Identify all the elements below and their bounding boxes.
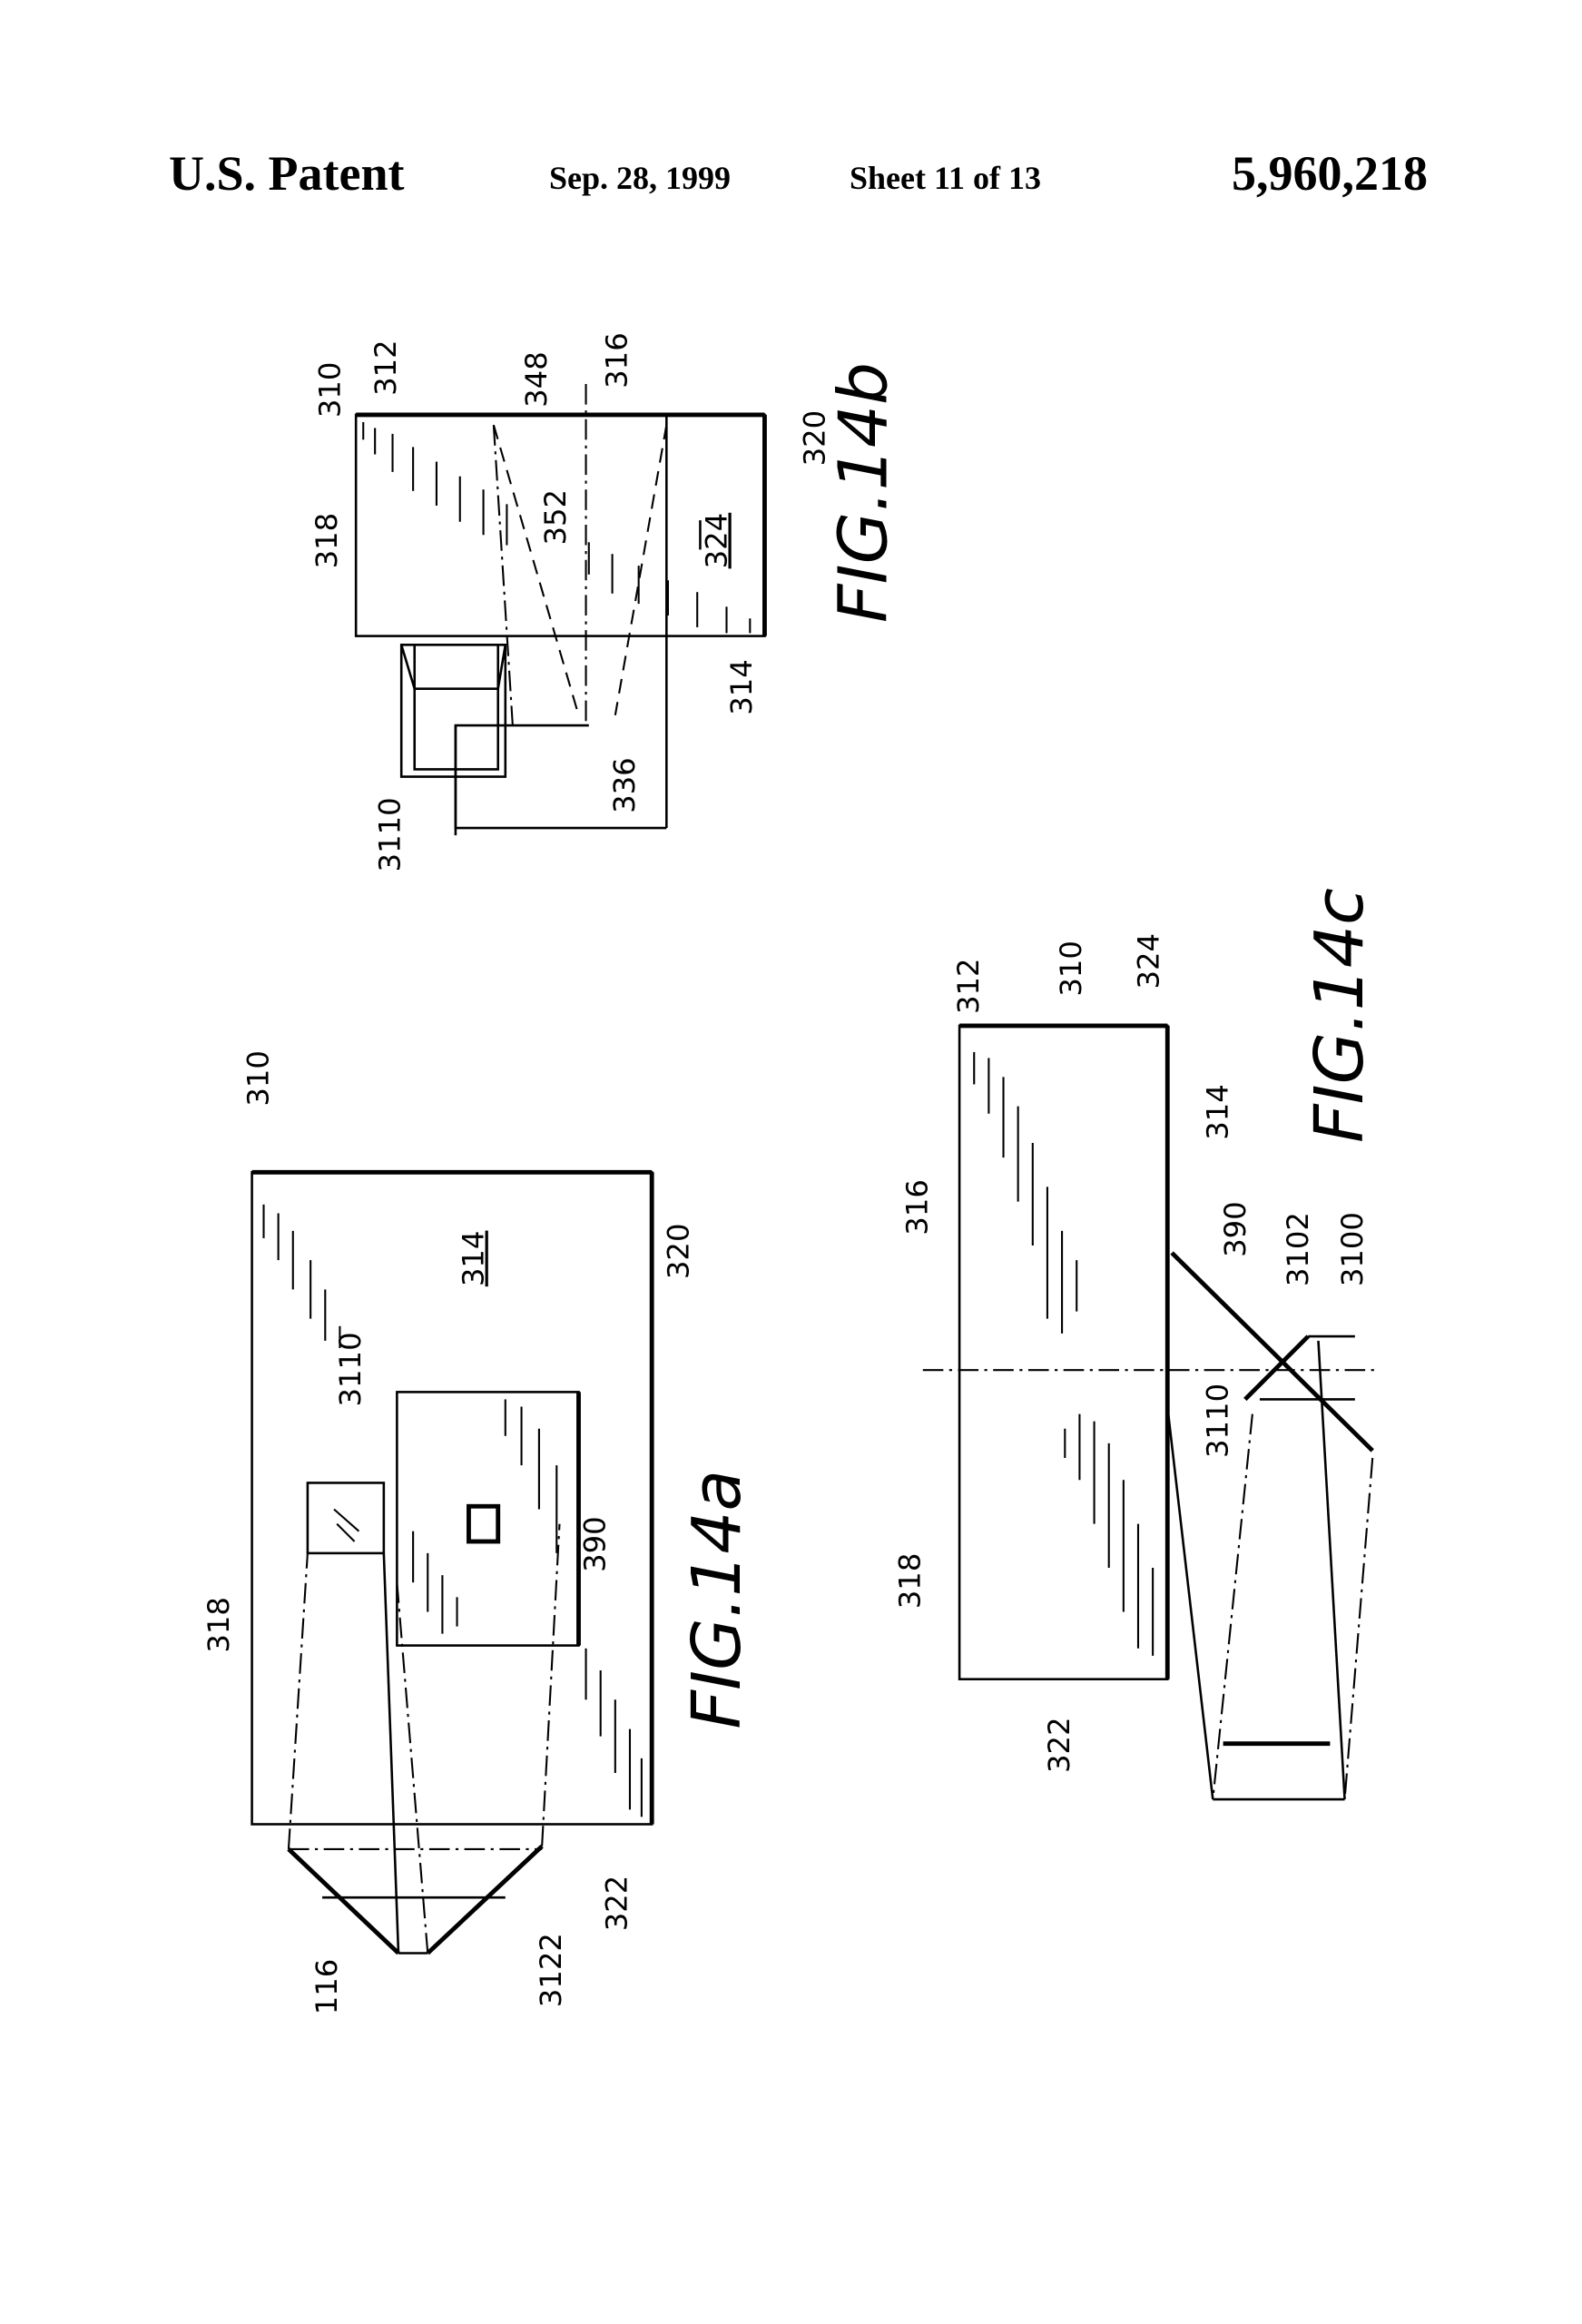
label-3110: 3110 <box>1200 1384 1234 1458</box>
projector-3110 <box>399 644 507 778</box>
label-322: 322 <box>600 1876 634 1932</box>
screen-body <box>251 1171 653 1826</box>
label-320: 320 <box>662 1224 696 1280</box>
element-3110 <box>306 1482 386 1555</box>
label-314: 314 <box>457 1231 491 1287</box>
label-314: 314 <box>724 659 759 715</box>
patent-office-label: U.S. Patent <box>169 146 405 201</box>
label-318: 318 <box>893 1553 928 1610</box>
label-316: 316 <box>600 332 634 389</box>
label-3122: 3122 <box>534 1933 568 2007</box>
element-3110 <box>1243 1334 1310 1402</box>
figure-14b: 310 312 348 316 320 318 352 324 314 336 … <box>310 332 902 872</box>
label-318: 318 <box>310 513 344 569</box>
patent-date: Sep. 28, 1999 <box>549 160 732 196</box>
label-324: 324 <box>1132 933 1166 990</box>
label-324: 324 <box>699 513 733 569</box>
label-390: 390 <box>1218 1201 1253 1257</box>
label-318: 318 <box>201 1597 236 1653</box>
label-310: 310 <box>241 1050 275 1107</box>
figure-14b-title: FIG.14b <box>823 362 902 623</box>
aperture <box>467 1503 501 1544</box>
plate-390 <box>1170 1251 1374 1452</box>
label-322: 322 <box>1042 1717 1076 1773</box>
label-3102: 3102 <box>1281 1212 1315 1286</box>
patent-number: 5,960,218 <box>1232 146 1428 201</box>
label-3110: 3110 <box>333 1332 368 1406</box>
figure-14a-title: FIG.14a <box>677 1470 756 1729</box>
label-116: 116 <box>310 1959 344 2015</box>
figure-14a: 310 318 314 320 3110 390 116 3122 322 FI… <box>201 1050 756 2014</box>
sheet-number: Sheet 11 of 13 <box>850 160 1041 196</box>
hatching <box>262 1204 643 1817</box>
label-314: 314 <box>1200 1084 1234 1140</box>
label-3100: 3100 <box>1335 1212 1370 1286</box>
screen-body <box>958 1024 1169 1680</box>
hatching <box>362 421 752 634</box>
label-352: 352 <box>538 489 573 546</box>
label-320: 320 <box>798 410 832 467</box>
label-312: 312 <box>368 340 403 396</box>
label-312: 312 <box>951 958 986 1014</box>
figure-14c-title: FIG.14c <box>1300 888 1379 1143</box>
mirror-116 <box>287 1847 400 1955</box>
mirror-3122 <box>426 1844 544 1955</box>
panel-390 <box>396 1391 580 1647</box>
hatching <box>973 1051 1155 1656</box>
label-3110: 3110 <box>373 797 408 872</box>
label-348: 348 <box>519 351 554 408</box>
figure-14c: 312 310 324 316 314 318 322 390 3102 310… <box>893 888 1379 1801</box>
label-316: 316 <box>900 1179 935 1236</box>
label-390: 390 <box>578 1516 613 1572</box>
label-336: 336 <box>607 757 642 813</box>
label-310: 310 <box>312 362 347 419</box>
label-310: 310 <box>1054 940 1088 997</box>
